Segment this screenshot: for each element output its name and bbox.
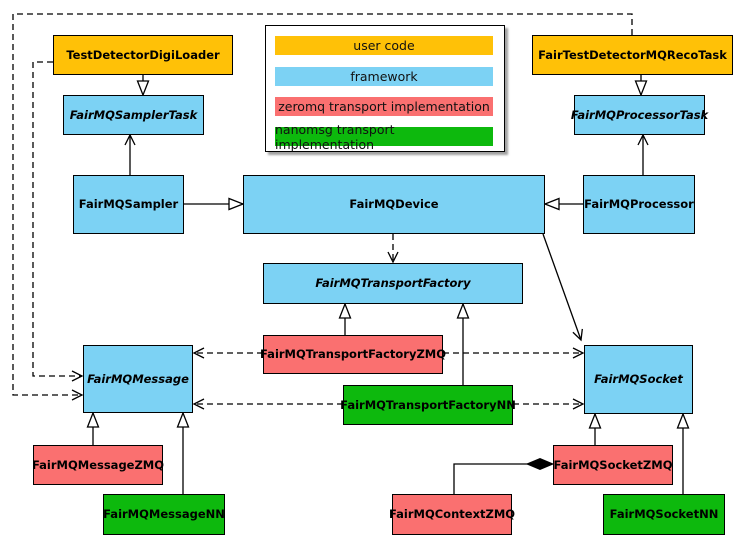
node-fairmqprocessor: FairMQProcessor xyxy=(583,175,695,234)
node-fairtestdetectormqrecotask: FairTestDetectorMQRecoTask xyxy=(532,35,733,75)
edge-device-to-socket xyxy=(542,233,583,342)
legend-item-framework: framework xyxy=(275,67,493,86)
node-fairmqdevice: FairMQDevice xyxy=(243,175,545,234)
legend-item-zeromq: zeromq transport implementation xyxy=(275,97,493,116)
node-fairmqsocketzmq: FairMQSocketZMQ xyxy=(553,445,673,485)
node-fairmqmessagezmq: FairMQMessageZMQ xyxy=(32,445,164,485)
node-fairmqsocketnn: FairMQSocketNN xyxy=(603,494,725,535)
node-fairmqsampler: FairMQSampler xyxy=(73,175,184,234)
node-fairmqcontextzmq: FairMQContextZMQ xyxy=(389,494,515,535)
node-fairmqmessage: FairMQMessage xyxy=(83,345,193,413)
legend-item-user-code: user code xyxy=(275,36,493,55)
edge-digiloader-to-message xyxy=(32,61,84,382)
node-fairmqprocessortask: FairMQProcessorTask xyxy=(571,95,708,135)
edge-recotask-to-message xyxy=(12,13,633,401)
node-fairmqmessagenn: FairMQMessageNN xyxy=(103,494,225,535)
edge-contextzmq-to-socketzmq xyxy=(453,463,528,494)
node-fairmqtransportfactorynn: FairMQTransportFactoryNN xyxy=(340,385,516,425)
color-legend: user code framework zeromq transport imp… xyxy=(265,25,505,152)
node-fairmqtransportfactory: FairMQTransportFactory xyxy=(263,263,523,304)
node-fairmqsamplertask: FairMQSamplerTask xyxy=(63,95,204,135)
node-fairmqtransportfactoryzmq: FairMQTransportFactoryZMQ xyxy=(260,335,446,374)
composition-diamond xyxy=(525,457,555,471)
legend-item-nanomsg: nanomsg transport implementation xyxy=(275,122,493,152)
node-fairmqsocket: FairMQSocket xyxy=(584,345,693,414)
node-testdetectordigiloader: TestDetectorDigiLoader xyxy=(53,35,233,75)
